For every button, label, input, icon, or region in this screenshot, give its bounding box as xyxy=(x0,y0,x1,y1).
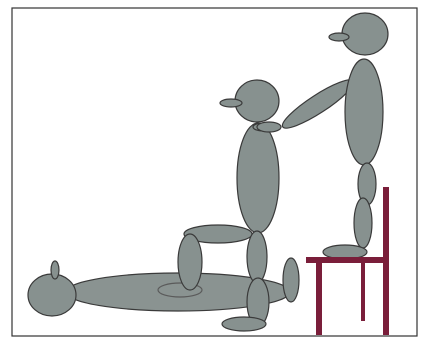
kneeling-nose xyxy=(220,99,242,107)
lying-head xyxy=(28,274,76,316)
kneeling-head xyxy=(235,80,279,122)
standing-lower-leg xyxy=(354,198,372,248)
standing-hand xyxy=(257,122,281,132)
lying-foot xyxy=(283,258,299,302)
standing-head xyxy=(342,13,388,55)
standing-torso xyxy=(345,59,383,165)
kneeling-foot xyxy=(222,317,266,331)
chair-front-leg xyxy=(316,257,322,335)
lying-nose xyxy=(51,261,59,279)
kneeling-upper-leg xyxy=(247,231,267,283)
standing-nose xyxy=(329,33,349,41)
kneeling-torso xyxy=(237,123,279,233)
chair-rear-leg xyxy=(361,263,365,321)
standing-foot xyxy=(323,245,367,259)
kneeling-shin xyxy=(178,234,202,290)
